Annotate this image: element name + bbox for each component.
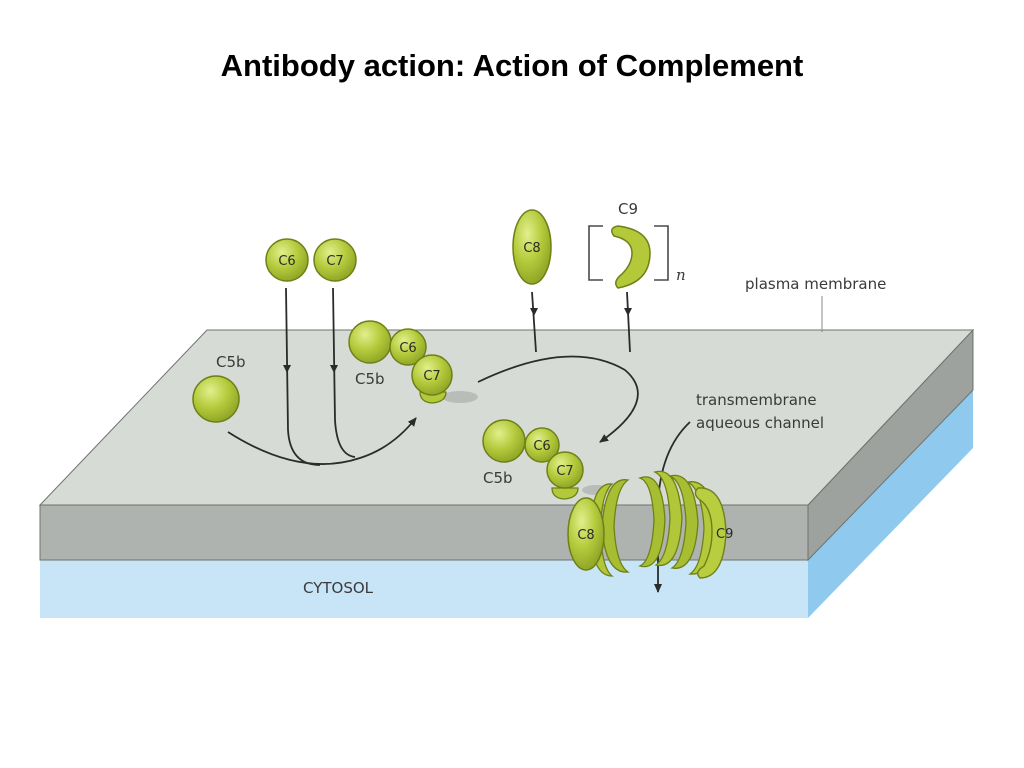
pore-c6-label: C6 <box>533 439 550 454</box>
free-c7: C7 <box>313 238 357 282</box>
c5b-protein <box>192 375 240 423</box>
cytosol-side-face <box>808 390 973 618</box>
tick <box>283 365 291 373</box>
pore-c9-label: C9 <box>716 527 733 542</box>
complex-c7-label: C7 <box>423 369 440 384</box>
c7-protein <box>313 238 357 282</box>
cytosol-label: CYTOSOL <box>303 579 374 597</box>
pore-c5b-label: C5b <box>483 469 513 487</box>
tick <box>530 308 538 316</box>
free-c9-group: C9 n <box>588 200 686 289</box>
complex-c6-label: C6 <box>399 341 416 356</box>
complex-c5b <box>348 320 392 364</box>
c9-arc <box>638 476 666 568</box>
left-bracket <box>588 225 603 281</box>
free-c6: C6 <box>265 238 309 282</box>
slide-title: Antibody action: Action of Complement <box>220 48 804 83</box>
plasma-membrane-label: plasma membrane <box>745 275 886 293</box>
tick <box>624 308 632 316</box>
c9-front <box>694 487 727 579</box>
pore-c5b <box>482 419 526 463</box>
c8-protein <box>512 209 552 285</box>
pore-c8-label: C8 <box>577 528 594 543</box>
arrow-c8-down <box>531 291 537 353</box>
c8-label: C8 <box>523 241 540 256</box>
free-c8: C8 <box>512 209 552 285</box>
membrane-top-face <box>38 329 975 506</box>
channel-label-line2: aqueous channel <box>696 414 824 432</box>
pathway-arrows <box>227 287 823 593</box>
c6-label: C6 <box>278 254 295 269</box>
c7-label: C7 <box>326 254 343 269</box>
c9-arc <box>667 474 699 569</box>
c5b-label: C5b <box>216 353 246 371</box>
pore-c7-label: C7 <box>556 464 573 479</box>
arrow-c5b-to-complex <box>227 417 417 465</box>
membrane-slab <box>38 328 975 618</box>
c9-arc <box>653 470 683 567</box>
arrow-c7-down <box>332 287 356 458</box>
membrane-attack-complex: C9 C8 C6 C7 C5b <box>482 419 733 579</box>
arrow-ticks <box>283 308 632 373</box>
n-label: n <box>676 266 686 284</box>
complex-c7 <box>411 354 453 396</box>
c5b67-complex: C6 C7 C5b <box>348 320 453 404</box>
free-c5b: C5b <box>192 353 246 423</box>
pore-c8 <box>567 497 605 571</box>
pore-c6 <box>524 427 560 463</box>
c9-top-label: C9 <box>618 200 638 218</box>
arrow-c9-down <box>626 291 631 353</box>
pore-c7 <box>546 451 584 489</box>
c6-protein <box>265 238 309 282</box>
complex-c5b-label: C5b <box>355 370 385 388</box>
c9-arc <box>601 479 630 573</box>
channel-label-line1: transmembrane <box>696 391 817 409</box>
pore-c7-anchor <box>551 487 579 500</box>
cytosol-front-face <box>40 560 808 618</box>
complex-c6 <box>389 328 427 366</box>
membrane-shadow <box>442 391 478 403</box>
c9-protein <box>611 225 651 289</box>
right-bracket <box>654 225 669 281</box>
arrow-complex-to-pore <box>477 355 639 443</box>
tick <box>330 365 338 373</box>
